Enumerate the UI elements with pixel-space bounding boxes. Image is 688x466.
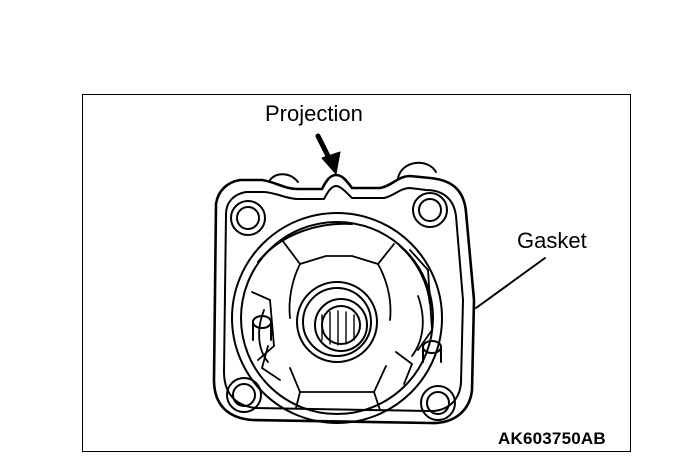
callout-leaders [315, 133, 546, 309]
housing-webs [251, 239, 433, 411]
bolt-bosses [226, 192, 456, 421]
gasket-leader-line [475, 257, 546, 309]
dowel-pins [252, 315, 442, 363]
gasket-label: Gasket [517, 228, 587, 253]
projection-label: Projection [265, 101, 363, 126]
housing-ring [231, 212, 443, 424]
center-bearing [296, 281, 378, 363]
figure-frame [82, 94, 631, 452]
gasket-outline [212, 173, 476, 425]
rear-bosses [269, 162, 437, 183]
figure-code: AK603750AB [498, 429, 606, 448]
projection-arrow-icon [321, 151, 341, 175]
